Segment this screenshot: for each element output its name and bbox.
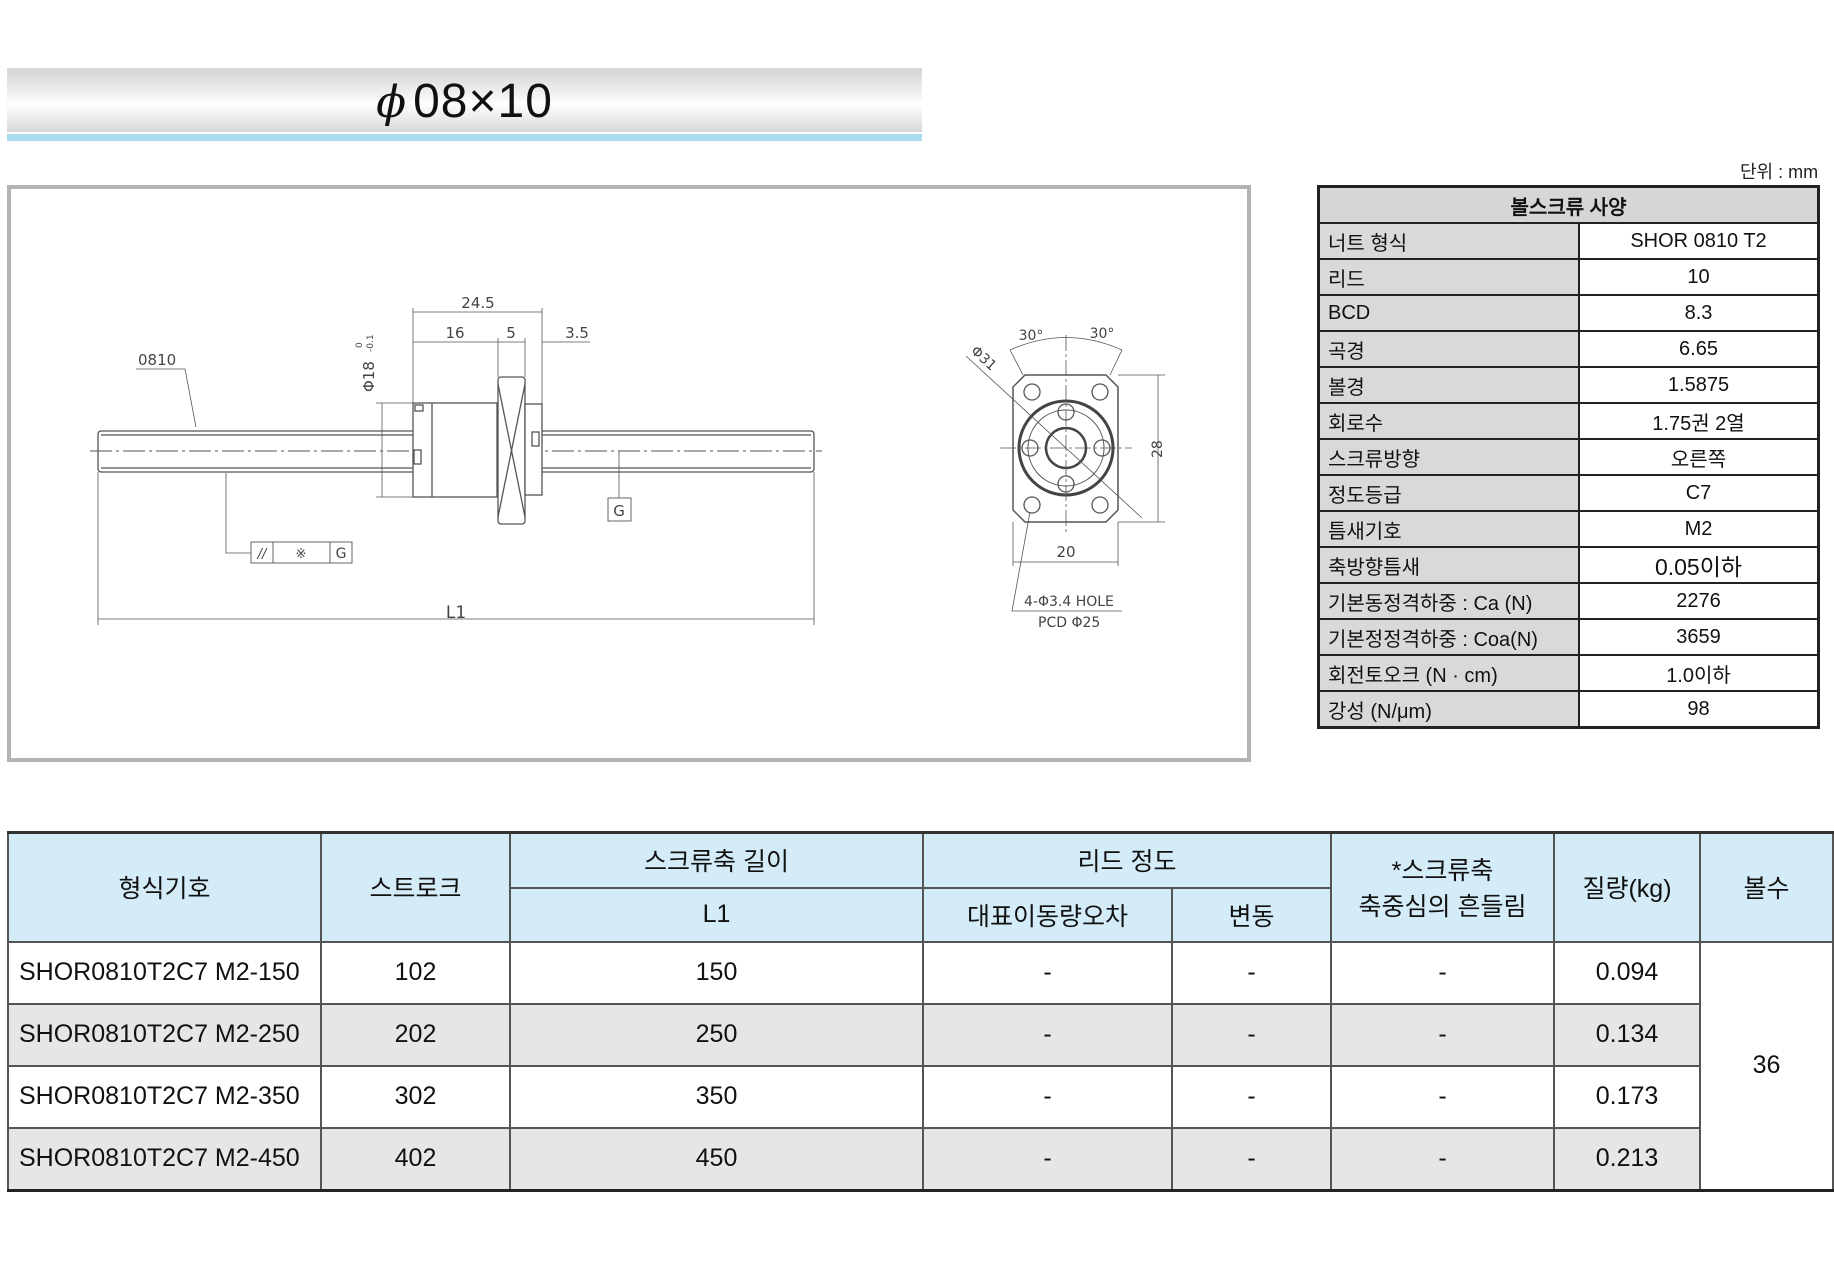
cell-model: SHOR0810T2C7 M2-450 — [7, 1126, 322, 1192]
table-row: SHOR0810T2C7 M2-250 202 250 - - - 0.134 — [7, 1002, 1833, 1067]
drawing-frame — [7, 185, 1251, 762]
title-text: 08×10 — [413, 75, 553, 128]
cell-rep-error: - — [922, 1002, 1173, 1067]
spec-label: 정도등급 — [1317, 474, 1580, 512]
cell-l1: 150 — [509, 940, 924, 1005]
spec-value: 1.75권 2열 — [1578, 402, 1820, 440]
cell-mass: 0.134 — [1553, 1002, 1702, 1067]
header-l1: L1 — [509, 886, 924, 943]
header-mass: 질량(kg) — [1553, 831, 1702, 943]
spec-row: 기본정정격하중 : Coa(N)3659 — [1317, 618, 1820, 656]
table-row: SHOR0810T2C7 M2-350 302 350 - - - 0.173 — [7, 1064, 1833, 1129]
unit-label: 단위 : mm — [1740, 162, 1819, 182]
cell-rep-error: - — [922, 1126, 1173, 1192]
cell-model: SHOR0810T2C7 M2-150 — [7, 940, 322, 1005]
spec-value: M2 — [1578, 510, 1820, 548]
spec-label: 회로수 — [1317, 402, 1580, 440]
spec-table-title: 볼스크류 사양 — [1317, 185, 1820, 224]
spec-row: 회전토오크 (N · cm)1.0이하 — [1317, 654, 1820, 692]
spec-label: 스크류방향 — [1317, 438, 1580, 476]
spec-label: 축방향틈새 — [1317, 546, 1580, 584]
header-rep-travel-error: 대표이동량오차 — [922, 886, 1173, 943]
header-shaft-length: 스크류축 길이 — [509, 831, 924, 889]
table-row: SHOR0810T2C7 M2-150 102 150 - - - 0.094 … — [7, 940, 1834, 1192]
spec-value: 오른쪽 — [1578, 438, 1820, 476]
title-underline — [7, 134, 922, 141]
spec-value: 2276 — [1578, 582, 1820, 620]
spec-label: 틈새기호 — [1317, 510, 1580, 548]
cell-runout: - — [1330, 940, 1556, 1005]
cell-model: SHOR0810T2C7 M2-250 — [7, 1002, 322, 1067]
spec-label: 회전토오크 (N · cm) — [1317, 654, 1580, 692]
cell-variation: - — [1170, 1002, 1333, 1067]
header-stroke: 스트로크 — [320, 831, 511, 943]
cell-variation: - — [1170, 940, 1333, 1005]
header-lead-accuracy: 리드 정도 — [921, 831, 1333, 889]
cell-stroke: 202 — [320, 1002, 511, 1067]
spec-label: 볼경 — [1317, 366, 1580, 404]
cell-runout: - — [1330, 1002, 1556, 1067]
cell-mass: 0.094 — [1553, 940, 1702, 1005]
cell-l1: 450 — [509, 1126, 924, 1192]
diameter-symbol: ϕ — [376, 77, 408, 128]
cell-runout: - — [1330, 1064, 1556, 1129]
cell-runout: - — [1330, 1126, 1556, 1192]
cell-l1: 350 — [509, 1064, 924, 1129]
spec-value: 0.05이하 — [1578, 546, 1820, 584]
header-variation: 변동 — [1170, 886, 1333, 943]
spec-row: 기본동정격하중 : Ca (N)2276 — [1317, 582, 1820, 620]
spec-value: 98 — [1578, 690, 1820, 729]
header-runout-line2: 축중심의 흔들림 — [1358, 893, 1527, 922]
spec-label: 곡경 — [1317, 330, 1580, 368]
spec-value: SHOR 0810 T2 — [1578, 222, 1820, 260]
cell-stroke: 302 — [320, 1064, 511, 1129]
spec-label: 기본동정격하중 : Ca (N) — [1317, 582, 1580, 620]
cell-mass: 0.173 — [1553, 1064, 1702, 1129]
cell-stroke: 402 — [320, 1126, 511, 1192]
header-runout-line1: *스크류축 — [1391, 857, 1494, 886]
spec-value: 1.0이하 — [1578, 654, 1820, 692]
spec-label: 리드 — [1317, 258, 1580, 296]
spec-row: 강성 (N/μm)98 — [1317, 690, 1820, 729]
spec-value: C7 — [1578, 474, 1820, 512]
cell-variation: - — [1170, 1064, 1333, 1129]
cell-l1: 250 — [509, 1002, 924, 1067]
cell-rep-error: - — [922, 1064, 1173, 1129]
spec-value: 3659 — [1578, 618, 1820, 656]
header-model: 형식기호 — [7, 831, 322, 943]
header-balls: 볼수 — [1699, 831, 1834, 943]
cell-rep-error: - — [922, 940, 1173, 1005]
cell-model: SHOR0810T2C7 M2-350 — [7, 1064, 322, 1129]
cell-mass: 0.213 — [1553, 1126, 1702, 1192]
cell-variation: - — [1170, 1126, 1333, 1192]
table-row: SHOR0810T2C7 M2-450 402 450 - - - 0.213 — [7, 1126, 1833, 1192]
spec-label: BCD — [1317, 294, 1580, 332]
cell-stroke: 102 — [320, 940, 511, 1005]
spec-label: 기본정정격하중 : Coa(N) — [1317, 618, 1580, 656]
spec-label: 너트 형식 — [1317, 222, 1580, 260]
spec-value: 10 — [1578, 258, 1820, 296]
cell-balls: 36 — [1699, 940, 1834, 1192]
spec-label: 강성 (N/μm) — [1317, 690, 1580, 729]
spec-value: 6.65 — [1578, 330, 1820, 368]
spec-value: 1.5875 — [1578, 366, 1820, 404]
spec-value: 8.3 — [1578, 294, 1820, 332]
